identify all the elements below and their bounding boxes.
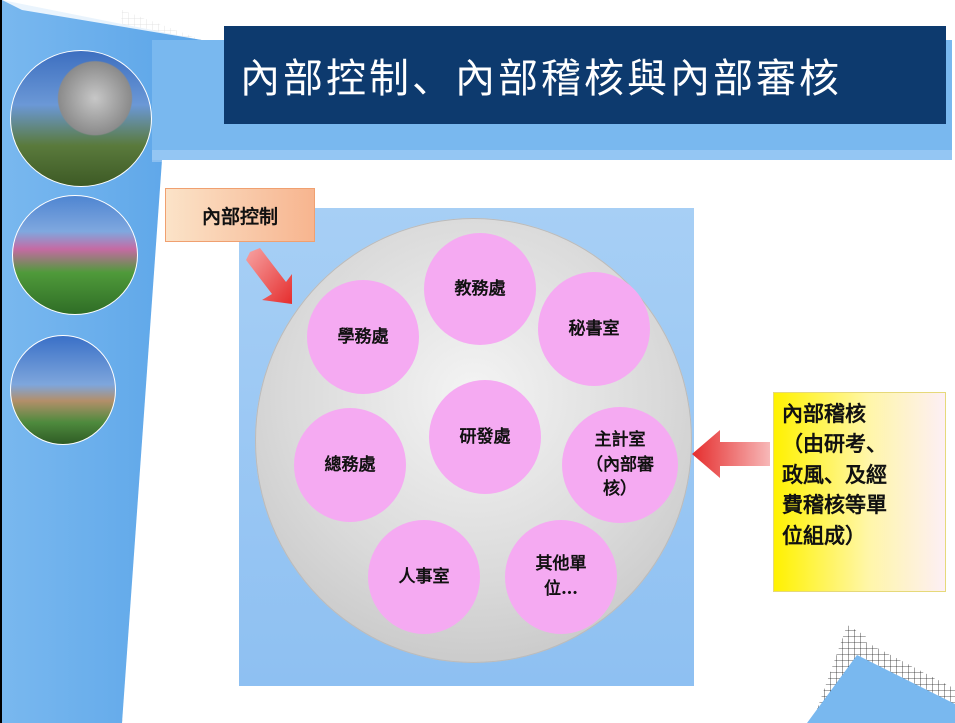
unit-others: 其他單 位… [505,520,617,634]
internal-audit-text: 內部稽核 [782,401,866,426]
unit-academic-affairs: 教務處 [424,233,536,345]
internal-audit-text: 政風、及經 [782,461,887,487]
unit-label: （內部審 [586,454,654,475]
internal-control-label: 內部控制 [165,188,315,242]
down-right-arrow-icon [246,248,292,304]
campus-photo-2 [12,195,138,315]
internal-audit-text: （由研考、 [782,431,887,457]
internal-audit-label: 內部稽核 （由研考、 政風、及經 費稽核等單 位組成） [773,392,946,592]
left-arrow-icon [692,430,770,478]
campus-photo-1 [10,50,152,187]
unit-label: 研發處 [459,426,511,447]
unit-label: 主計室 [594,430,646,451]
internal-control-text: 內部控制 [201,205,278,228]
unit-student-affairs: 學務處 [307,280,419,394]
unit-label: 人事室 [398,566,450,587]
title-bar: 內部控制、內部稽核與內部審核 [224,26,946,124]
unit-label: 位… [544,579,578,599]
unit-label: 核） [603,479,637,500]
unit-secretariat: 秘書室 [538,272,650,386]
unit-personnel: 人事室 [368,520,480,634]
internal-audit-text: 位組成） [782,522,866,548]
unit-general-affairs: 總務處 [294,408,406,522]
unit-label: 教務處 [454,278,506,299]
unit-research-development: 研發處 [429,380,541,494]
unit-label: 學務處 [337,326,389,347]
slide-title: 內部控制、內部稽核與內部審核 [240,56,842,102]
internal-audit-text: 費稽核等單 [782,492,887,518]
campus-photo-3 [10,335,116,445]
unit-label: 其他單 [535,554,587,575]
unit-label: 總務處 [324,454,376,475]
unit-accounting: 主計室 （內部審 核） [562,407,678,523]
unit-label: 秘書室 [568,318,620,339]
